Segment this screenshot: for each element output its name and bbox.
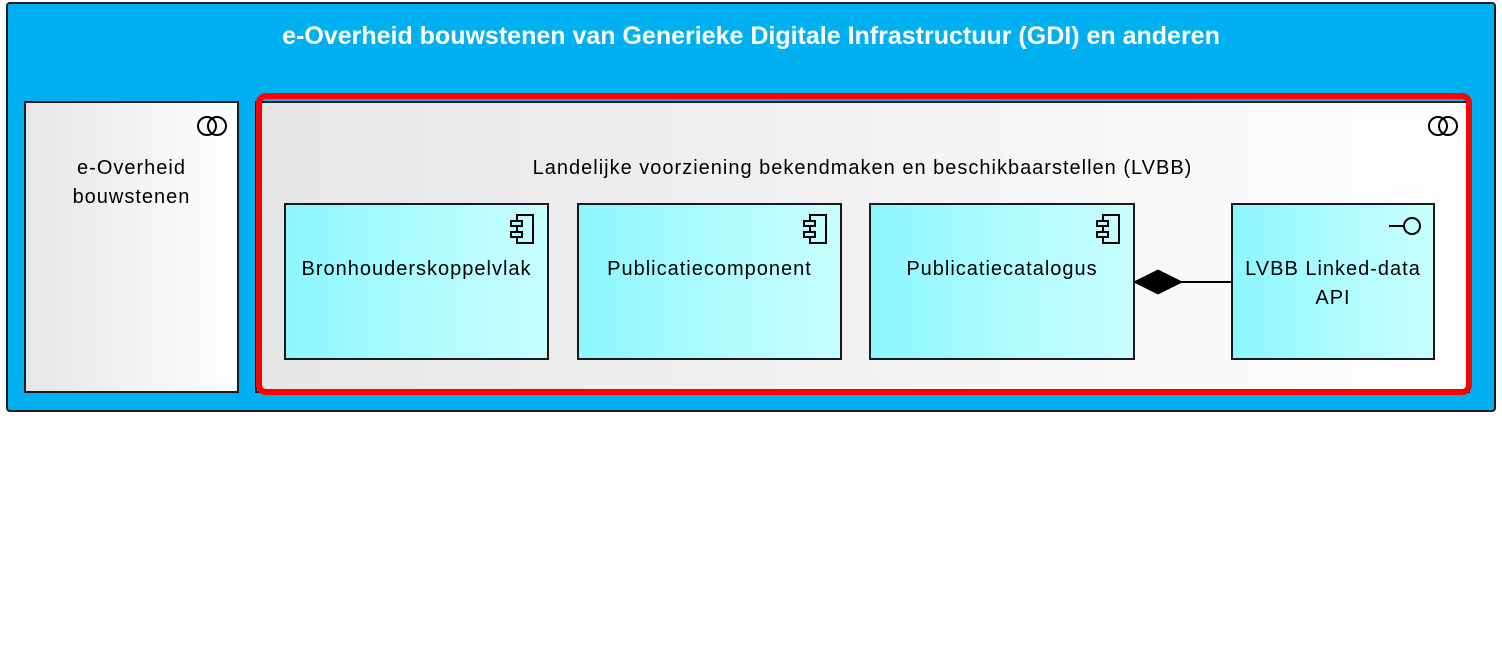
component-publicatiecatalogus[interactable]: Publicatiecatalogus [869,203,1135,360]
component-label: Publicatiecatalogus [906,258,1098,280]
component-label: Publicatiecomponent [607,258,812,280]
diagram-title: e-Overheid bouwstenen van Generieke Digi… [282,22,1220,50]
group-label-lvbb: Landelijke voorziening bekendmaken en be… [532,157,1193,179]
interface-icon [1389,217,1421,235]
grouping-icon [197,116,227,136]
group-e-overheid-bouwstenen[interactable]: e-Overheid bouwstenen [24,101,239,393]
component-bronhouderskoppelvlak[interactable]: Bronhouderskoppelvlak [284,203,549,360]
component-icon [803,214,827,244]
component-publicatiecomponent[interactable]: Publicatiecomponent [577,203,842,360]
component-icon [510,214,534,244]
group-label-line-1: e-Overheid [77,157,186,179]
composition-diamond-icon [1132,269,1184,295]
group-label-line-2: bouwstenen [72,186,191,208]
interface-lvbb-linked-data-api[interactable]: LVBB Linked-data API [1231,203,1435,360]
component-label: Bronhouderskoppelvlak [301,258,532,280]
interface-label-line-1: LVBB Linked-data [1245,258,1421,280]
component-icon [1096,214,1120,244]
interface-label-line-2: API [1315,287,1351,309]
grouping-icon [1428,116,1458,136]
